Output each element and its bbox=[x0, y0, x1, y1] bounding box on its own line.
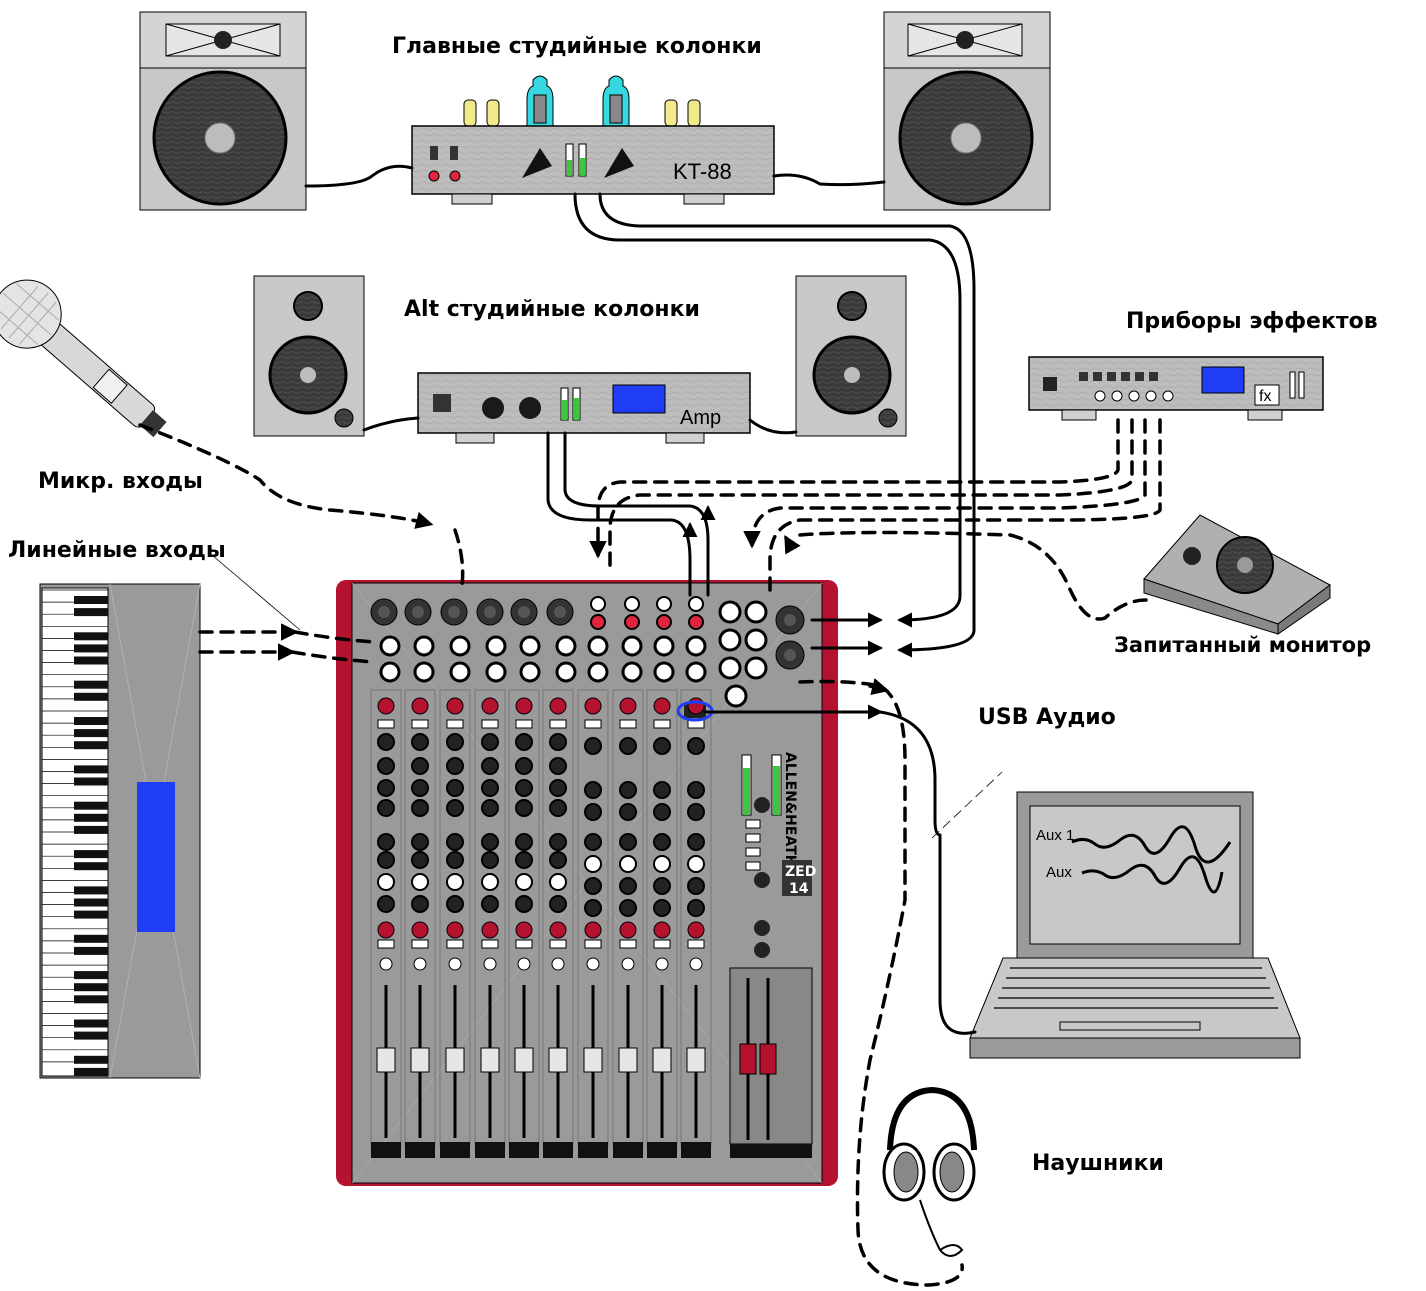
alt-speaker-left bbox=[254, 276, 364, 436]
main-speaker-left bbox=[140, 12, 306, 210]
main-monitors-label: Главные студийные колонки bbox=[392, 34, 762, 59]
tube-amp-model: KT-88 bbox=[673, 159, 732, 184]
alt-amplifier: Amp bbox=[418, 373, 750, 443]
alt-amp-name: Amp bbox=[680, 407, 721, 429]
preamp-tubes bbox=[464, 100, 700, 126]
mixer-brand: ALLEN&HEATH bbox=[782, 752, 798, 866]
headphones bbox=[884, 1090, 974, 1256]
mic-inputs-label: Микр. входы bbox=[38, 469, 203, 494]
powered-monitor bbox=[1144, 515, 1330, 634]
fx-badge: fx bbox=[1259, 388, 1271, 405]
microphone bbox=[0, 266, 182, 455]
power-tubes bbox=[527, 76, 629, 126]
effects-unit: fx bbox=[1029, 357, 1323, 420]
laptop-track-2: Aux bbox=[1046, 864, 1072, 881]
powered-monitor-label: Запитанный монитор bbox=[1114, 633, 1371, 657]
mixer-model-line2: 14 bbox=[789, 881, 809, 897]
mixer: ALLEN&HEATH ZED 14 bbox=[336, 580, 838, 1186]
effects-label: Приборы эффектов bbox=[1126, 309, 1378, 334]
line-inputs-label: Линейные входы bbox=[8, 538, 226, 563]
alt-monitors-label: Alt студийные колонки bbox=[404, 297, 700, 322]
keyboard bbox=[40, 584, 200, 1078]
mixer-model-line1: ZED bbox=[785, 864, 816, 880]
headphones-label: Наушники bbox=[1032, 1151, 1164, 1176]
main-speaker-right bbox=[884, 12, 1050, 210]
laptop-track-1: Aux 1 bbox=[1036, 827, 1074, 844]
tube-amplifier: KT-88 bbox=[412, 76, 774, 204]
usb-audio-label: USB Аудио bbox=[978, 705, 1116, 730]
laptop: Aux 1 Aux bbox=[970, 792, 1300, 1058]
alt-speaker-right bbox=[796, 276, 906, 436]
